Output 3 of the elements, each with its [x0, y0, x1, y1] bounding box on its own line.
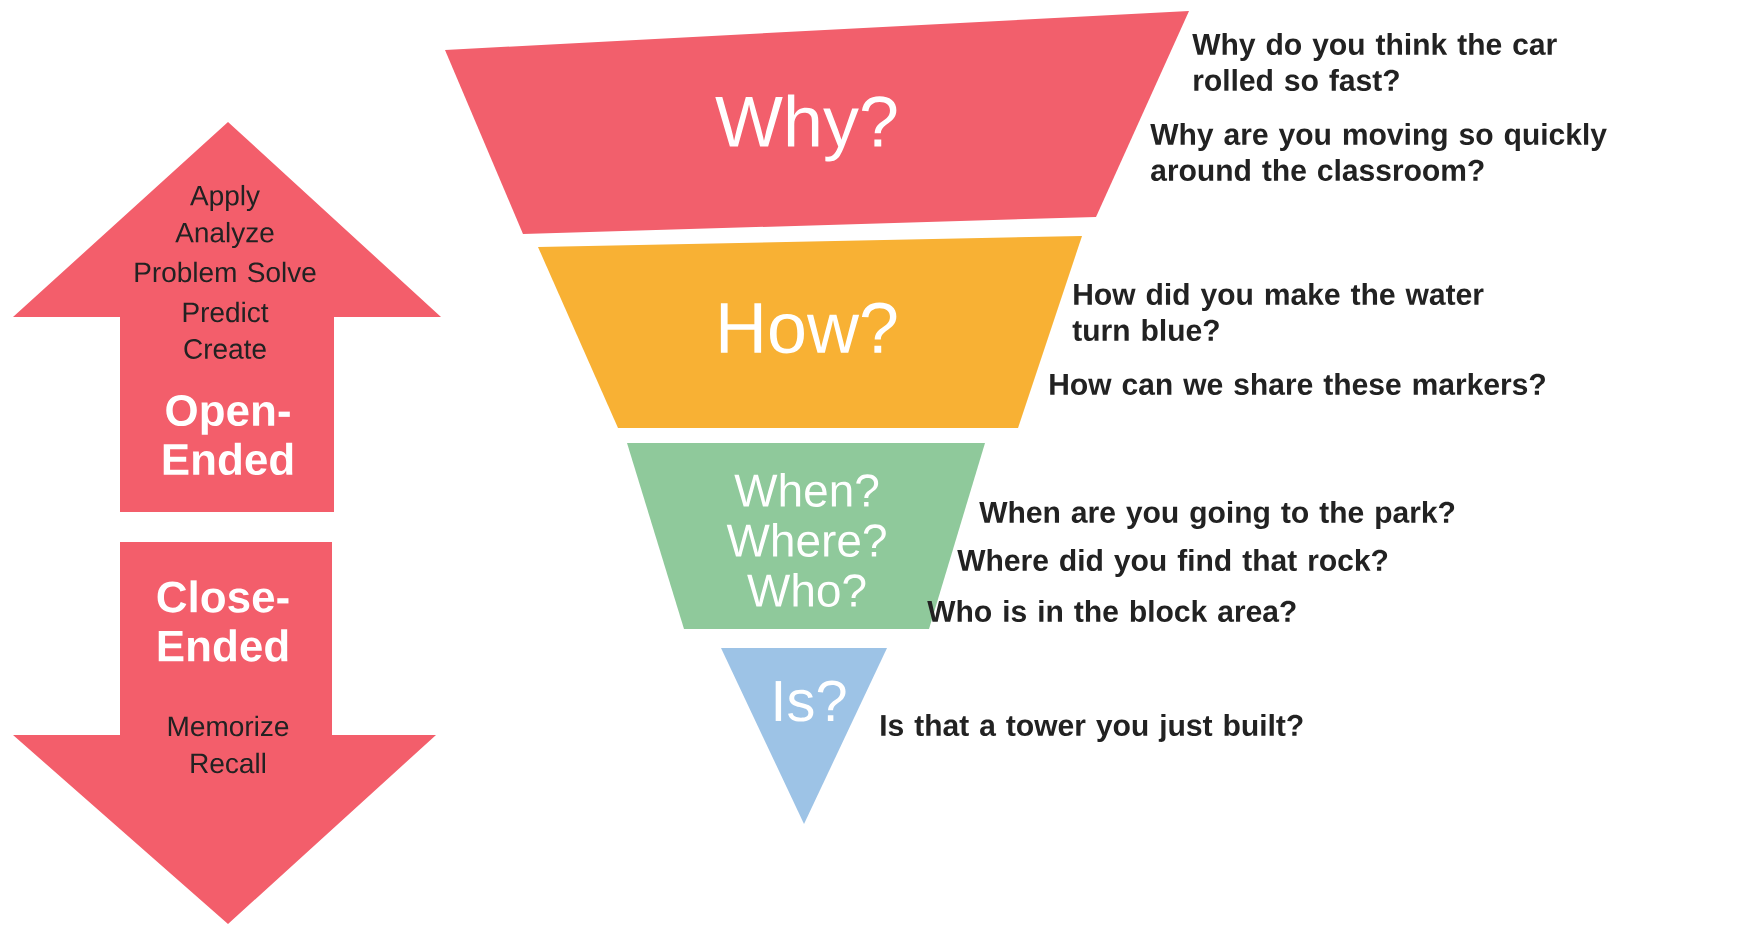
upward-pointed-panel: Apply Analyze Problem Solve Predict Create Open-Ended — [13, 122, 441, 512]
question-text: Why do you think the car rolled so fast? — [1192, 33, 1557, 91]
downward-pointed-panel: Close-Ended Memorize Recall — [13, 542, 436, 924]
